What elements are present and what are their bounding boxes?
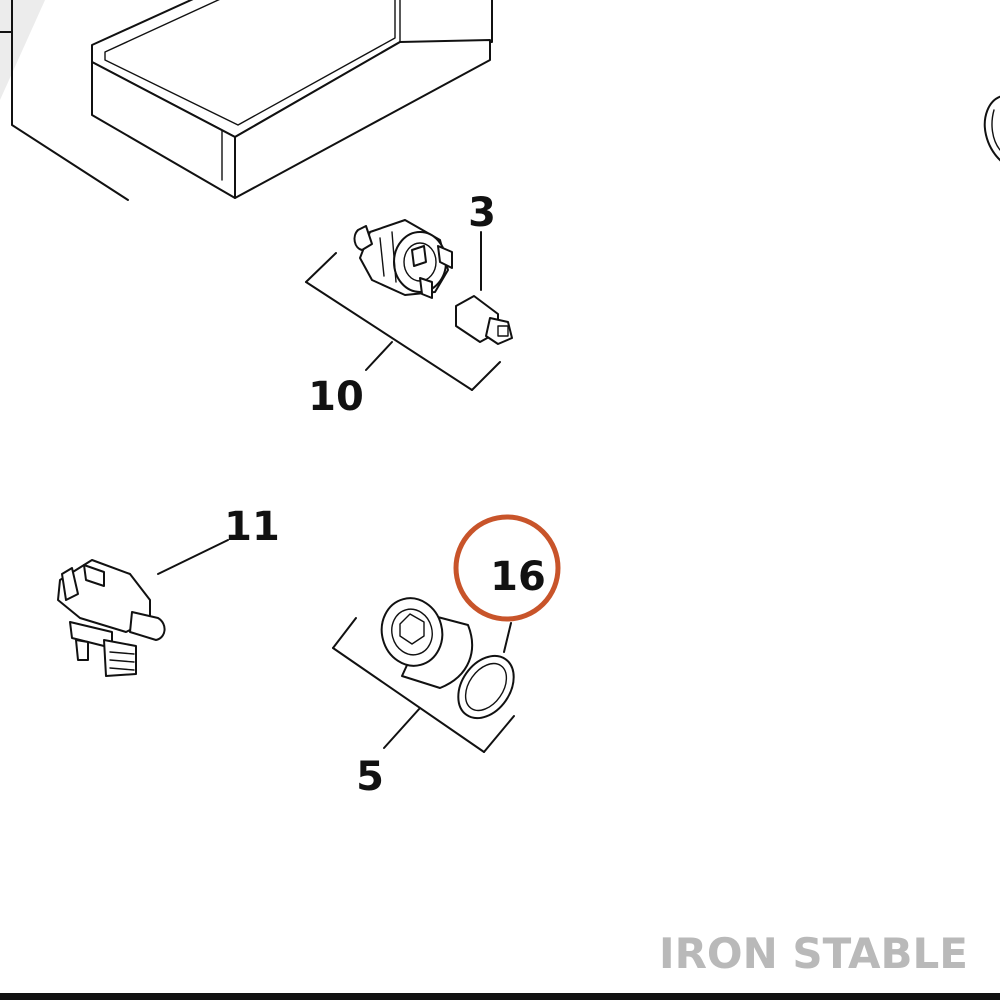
housing-part	[0, 0, 493, 201]
sensor-part	[57, 539, 229, 677]
callout-10[interactable]: 10	[308, 374, 364, 420]
background-shape	[0, 0, 45, 100]
callout-3[interactable]: 3	[468, 190, 496, 236]
callout-11[interactable]: 11	[224, 504, 280, 550]
pressure-switch-part	[353, 219, 453, 299]
bracket-10	[305, 252, 501, 391]
callout-16[interactable]: 16	[490, 554, 546, 600]
highlight-circle	[453, 514, 561, 622]
connector-part	[455, 231, 513, 345]
drain-plug-part	[380, 597, 474, 689]
edge-part	[983, 95, 1000, 162]
o-ring-washer	[457, 622, 515, 720]
bottom-border	[0, 993, 1000, 1000]
brand-watermark: IRON STABLE	[659, 929, 968, 978]
bracket-5	[332, 617, 515, 753]
callout-5[interactable]: 5	[356, 754, 384, 800]
